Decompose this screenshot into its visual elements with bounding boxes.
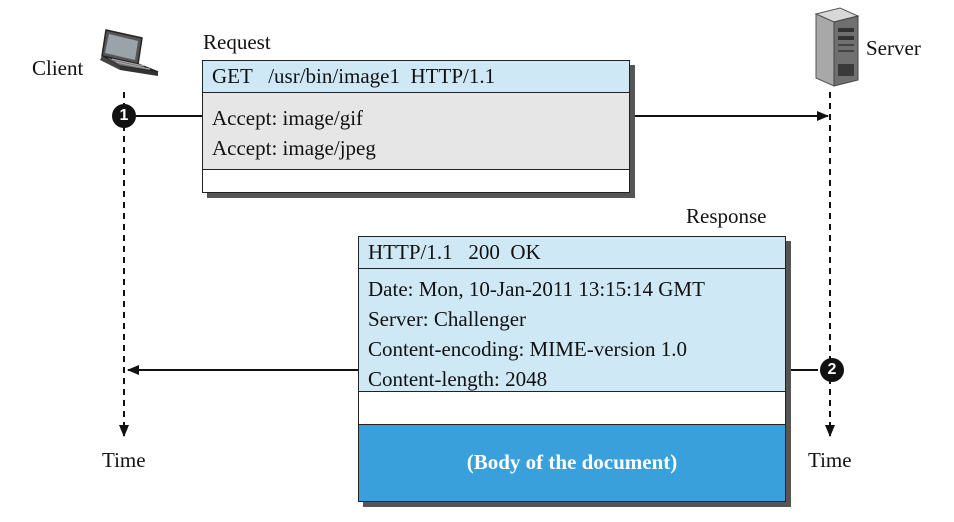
response-status-line: HTTP/1.1 200 OK	[359, 237, 785, 269]
server-label: Server	[866, 36, 921, 60]
client-label: Client	[32, 56, 84, 80]
response-header-line: Content-encoding: MIME-version 1.0	[368, 337, 688, 361]
time-label-right: Time	[808, 448, 852, 472]
request-label: Request	[203, 30, 271, 54]
response-header-line: Date: Mon, 10-Jan-2011 13:15:14 GMT	[368, 277, 705, 301]
response-message-box: HTTP/1.1 200 OK Date: Mon, 10-Jan-2011 1…	[358, 236, 786, 502]
server-icon	[814, 7, 860, 87]
request-headers: Accept: image/gif Accept: image/jpeg	[203, 93, 629, 170]
response-headers: Date: Mon, 10-Jan-2011 13:15:14 GMT Serv…	[359, 269, 785, 392]
response-body: (Body of the document)	[359, 425, 785, 501]
response-header-line: Server: Challenger	[368, 307, 527, 331]
request-header-line: Accept: image/gif	[212, 106, 364, 130]
response-header-line: Content-length: 2048	[368, 367, 548, 391]
response-label: Response	[686, 204, 767, 228]
step-marker-1: 1	[112, 104, 136, 128]
request-header-line: Accept: image/jpeg	[212, 136, 376, 160]
response-blank-line	[359, 392, 785, 425]
laptop-icon	[100, 29, 159, 76]
request-start-line: GET /usr/bin/image1 HTTP/1.1	[203, 61, 629, 93]
step-marker-2: 2	[820, 358, 844, 382]
request-message-box: GET /usr/bin/image1 HTTP/1.1 Accept: ima…	[202, 60, 630, 193]
time-label-left: Time	[102, 448, 146, 472]
